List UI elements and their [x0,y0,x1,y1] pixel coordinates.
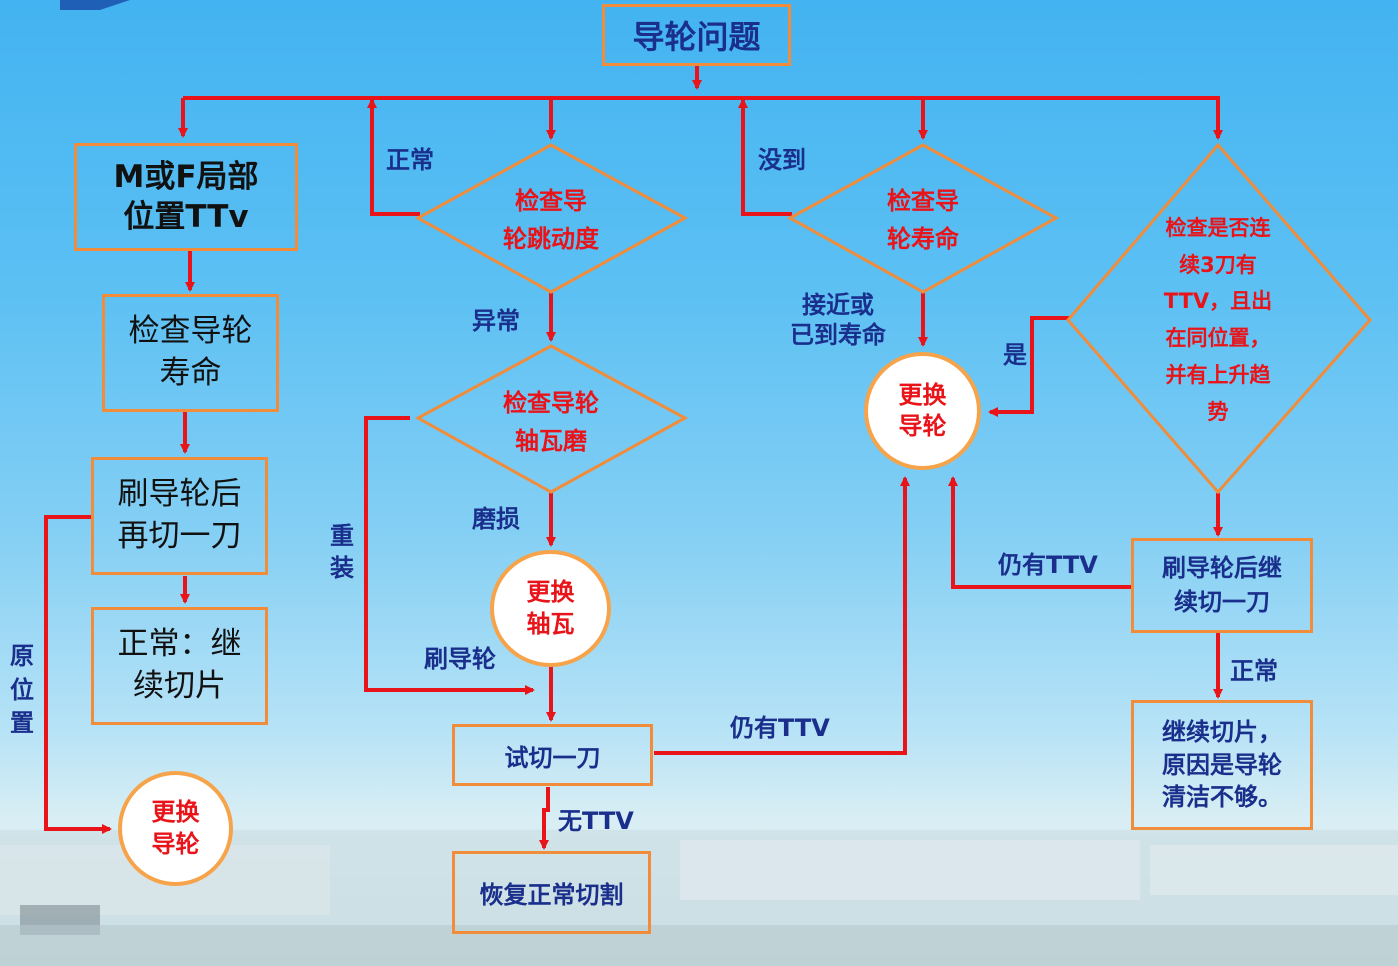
diamond-check-bearing [414,344,689,494]
label-no-ttv: 无TTV [558,807,634,835]
box-brush-recut-label: 刷导轮后 再切一刀 [117,476,242,554]
label-still-ttv-1: 仍有TTV [730,714,830,742]
box-check-life: 检查导轮 寿命 [102,294,279,412]
diamond-check-runout [414,143,689,294]
label-abnormal: 异常 [472,307,520,335]
label-worn: 磨损 [472,505,520,533]
box-brush-continue-label: 刷导轮后继 续切一刀 [1162,553,1282,616]
circle-replace-bearing-label: 更换 轴瓦 [526,578,575,638]
label-normal-2: 正常 [1230,657,1278,685]
box-test-cut-label: 试切一刀 [504,743,601,772]
label-brush-wheel: 刷导轮 [424,645,496,673]
circle-replace-bearing: 更换 轴瓦 [490,550,611,667]
diamond-check-life-2-text: 检查导 轮寿命 [887,186,959,253]
diamond-check-life-2 [786,143,1060,294]
label-near-life: 接近或 已到寿命 [790,291,886,349]
circle-replace-guide-wheel-1: 更换 导轮 [118,771,233,886]
label-normal: 正常 [386,146,434,174]
circle-replace-guide-wheel-2: 更换 导轮 [864,352,981,470]
box-continue-clean: 继续切片， 原因是导轮 清洁不够。 [1131,700,1313,830]
label-not-reached: 没到 [758,146,806,174]
circle-replace-guide-wheel-1-label: 更换 导轮 [151,798,200,858]
box-resume-cutting-label: 恢复正常切割 [479,881,624,909]
box-check-life-label: 检查导轮 寿命 [128,313,253,391]
box-brush-recut: 刷导轮后 再切一刀 [91,457,268,575]
box-normal-continue: 正常：继 续切片 [91,607,268,725]
label-yes: 是 [1003,341,1027,369]
label-original-position: 原 位 置 [10,642,34,738]
label-still-ttv-2: 仍有TTV [998,551,1098,579]
box-brush-continue: 刷导轮后继 续切一刀 [1131,538,1313,633]
title-box: 导轮问题 [602,4,791,66]
diamond-check-bearing-text: 检查导轮 轴瓦磨 [503,388,599,455]
label-reinstall: 重 装 [330,522,354,583]
box-continue-clean-label: 继续切片， 原因是导轮 清洁不够。 [1162,718,1282,812]
box-local-ttv-label: M或F局部 位置TTv [113,158,259,235]
box-local-ttv: M或F局部 位置TTv [74,143,298,251]
diamond-check-runout-text: 检查导 轮跳动度 [503,186,599,253]
circle-replace-guide-wheel-2-label: 更换 导轮 [898,380,947,440]
box-resume-cutting: 恢复正常切割 [452,851,651,934]
box-normal-continue-label: 正常：继 续切片 [117,626,242,704]
corner-decoration [60,0,130,10]
diamond-check-repeat-ttv-text: 检查是否连 续3刀有 TTV，且出 在同位置， 并有上升趋 势 [1163,215,1273,424]
diamond-check-repeat-ttv [1066,142,1372,495]
page-title: 导轮问题 [632,18,761,56]
box-test-cut: 试切一刀 [452,724,653,786]
